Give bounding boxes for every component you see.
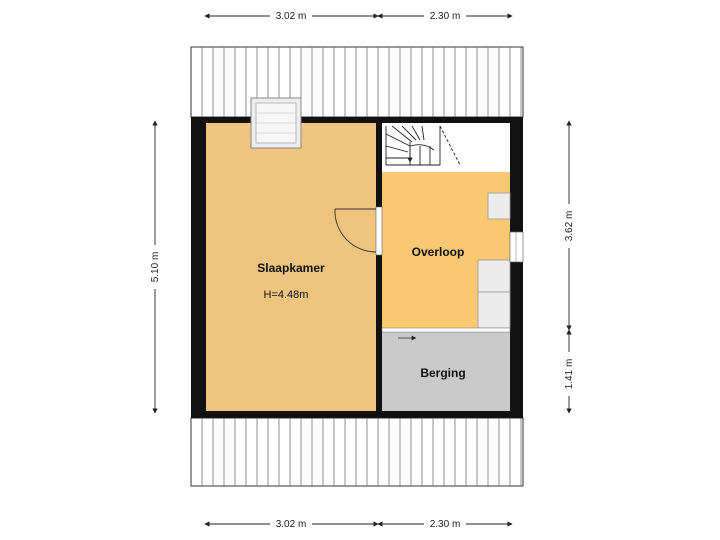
label-slaapkamer: Slaapkamer <box>257 261 325 275</box>
label-overloop: Overloop <box>412 245 465 259</box>
dim-bottom-right: 2.30 m <box>430 519 461 530</box>
dim-right-lower: 1.41 m <box>564 359 575 390</box>
roof-top <box>190 46 524 118</box>
dim-top-right: 2.30 m <box>430 11 461 22</box>
dimension-right: 3.62 m 1.41 m <box>562 120 576 414</box>
staircase <box>385 125 461 166</box>
dim-bottom-left: 3.02 m <box>276 519 307 530</box>
sliding-door-berging <box>381 327 511 341</box>
label-slaapkamer-height: H=4.48m <box>264 289 309 301</box>
overloop-fixtures <box>477 192 511 329</box>
dim-left-height: 5.10 m <box>150 252 161 283</box>
dim-top-left: 3.02 m <box>276 11 307 22</box>
roof-bottom <box>190 417 524 487</box>
dim-right-upper: 3.62 m <box>564 211 575 242</box>
door-slaapkamer <box>334 206 383 256</box>
dimension-left: 5.10 m <box>148 120 162 414</box>
room-berging <box>382 332 510 411</box>
label-berging: Berging <box>420 366 465 380</box>
dimension-top: 3.02 m 2.30 m <box>204 9 513 22</box>
room-slaapkamer <box>206 123 376 411</box>
dimension-bottom: 3.02 m 2.30 m <box>204 517 513 530</box>
window-overloop <box>509 231 524 263</box>
stair-area <box>382 123 510 172</box>
skylight <box>250 97 302 149</box>
